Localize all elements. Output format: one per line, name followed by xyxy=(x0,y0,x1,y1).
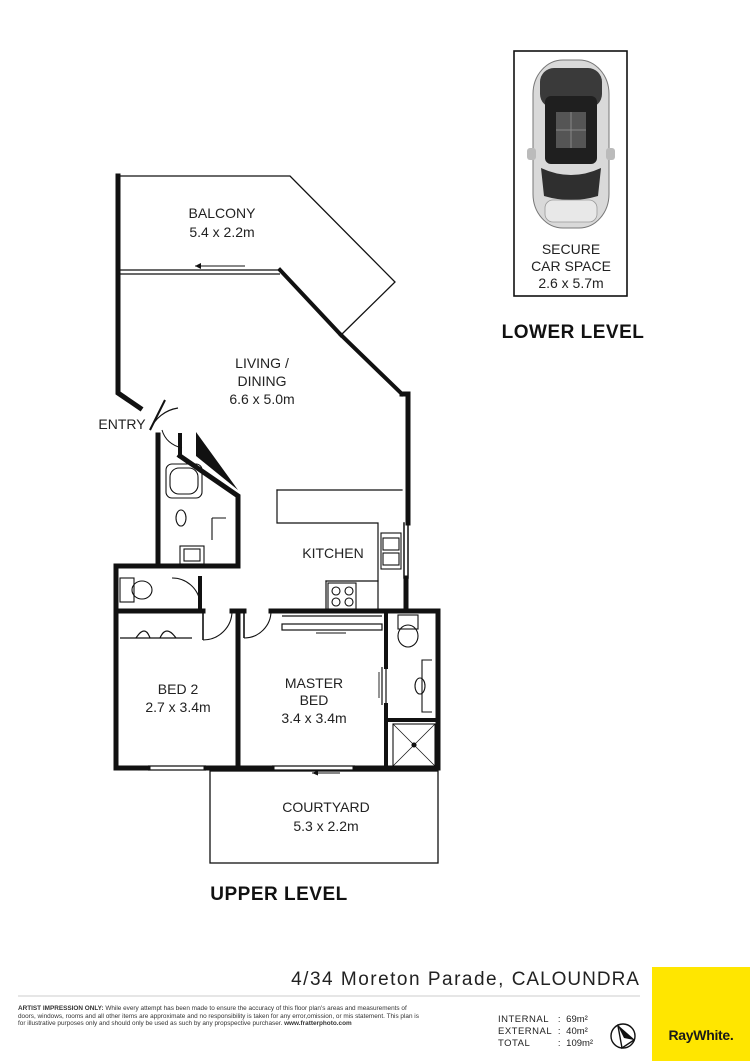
area-sep: : xyxy=(557,1038,561,1049)
area-summary: INTERNAL : 69m² EXTERNAL : 40m² TOTAL : … xyxy=(498,1014,606,1050)
area-row: INTERNAL : 69m² xyxy=(498,1014,606,1026)
master-size: 3.4 x 3.4m xyxy=(281,710,346,726)
courtyard xyxy=(209,770,439,864)
kitchen-name: KITCHEN xyxy=(302,545,363,561)
courtyard-size: 5.3 x 2.2m xyxy=(293,818,358,834)
courtyard-name: COURTYARD xyxy=(282,799,369,815)
bathroom-fixtures xyxy=(119,463,436,767)
living-name: LIVING / xyxy=(235,355,289,371)
disclaimer-lead: ARTIST IMPRESSION ONLY: xyxy=(18,1005,104,1012)
brand-name: RayWhite. xyxy=(668,1027,734,1043)
area-sep: : xyxy=(557,1026,561,1037)
car-icon xyxy=(527,59,615,229)
bed2-name: BED 2 xyxy=(158,681,199,697)
master-name-2: BED xyxy=(300,692,329,708)
car-space: SECURE CAR SPACE 2.6 x 5.7m xyxy=(513,50,628,297)
disclaimer-text: While every attempt has been made to ens… xyxy=(18,1005,419,1028)
address-suburb: CALOUNDRA xyxy=(511,969,640,990)
car-space-name-2: CAR SPACE xyxy=(531,258,611,274)
area-row: EXTERNAL : 40m² xyxy=(498,1026,606,1038)
lower-level-title: LOWER LEVEL xyxy=(502,322,645,343)
area-label: INTERNAL xyxy=(498,1014,549,1025)
north-arrow-icon xyxy=(610,1023,636,1050)
windows xyxy=(120,615,387,776)
upper-level-title: UPPER LEVEL xyxy=(210,884,347,905)
entry-door xyxy=(149,399,179,431)
area-label: EXTERNAL xyxy=(498,1026,553,1037)
living-size: 6.6 x 5.0m xyxy=(229,391,294,407)
duct xyxy=(196,432,238,490)
area-value: 40m² xyxy=(566,1026,588,1037)
area-row: TOTAL : 109m² xyxy=(498,1038,606,1050)
car-space-size: 2.6 x 5.7m xyxy=(538,275,603,291)
walls xyxy=(113,173,441,771)
balcony xyxy=(118,175,396,336)
car-space-name: SECURE xyxy=(542,241,600,257)
disclaimer-site: www.fratterphoto.com xyxy=(284,1020,352,1028)
disclaimer: ARTIST IMPRESSION ONLY: While every atte… xyxy=(18,1005,423,1028)
balcony-size: 5.4 x 2.2m xyxy=(189,224,254,240)
master-name: MASTER xyxy=(285,675,343,691)
balcony-name: BALCONY xyxy=(189,205,257,221)
entry-label: ENTRY xyxy=(98,416,146,432)
area-sep: : xyxy=(557,1014,561,1025)
area-value: 109m² xyxy=(566,1038,594,1049)
address-street: 4/34 Moreton Parade, xyxy=(291,969,512,990)
living-name-2: DINING xyxy=(238,373,287,389)
property-address: 4/34 Moreton Parade, CALOUNDRA xyxy=(250,969,640,991)
area-label: TOTAL xyxy=(498,1038,531,1049)
raywhite-logo: RayWhite. xyxy=(652,967,750,1061)
bed2-size: 2.7 x 3.4m xyxy=(145,699,210,715)
area-value: 69m² xyxy=(566,1014,588,1025)
